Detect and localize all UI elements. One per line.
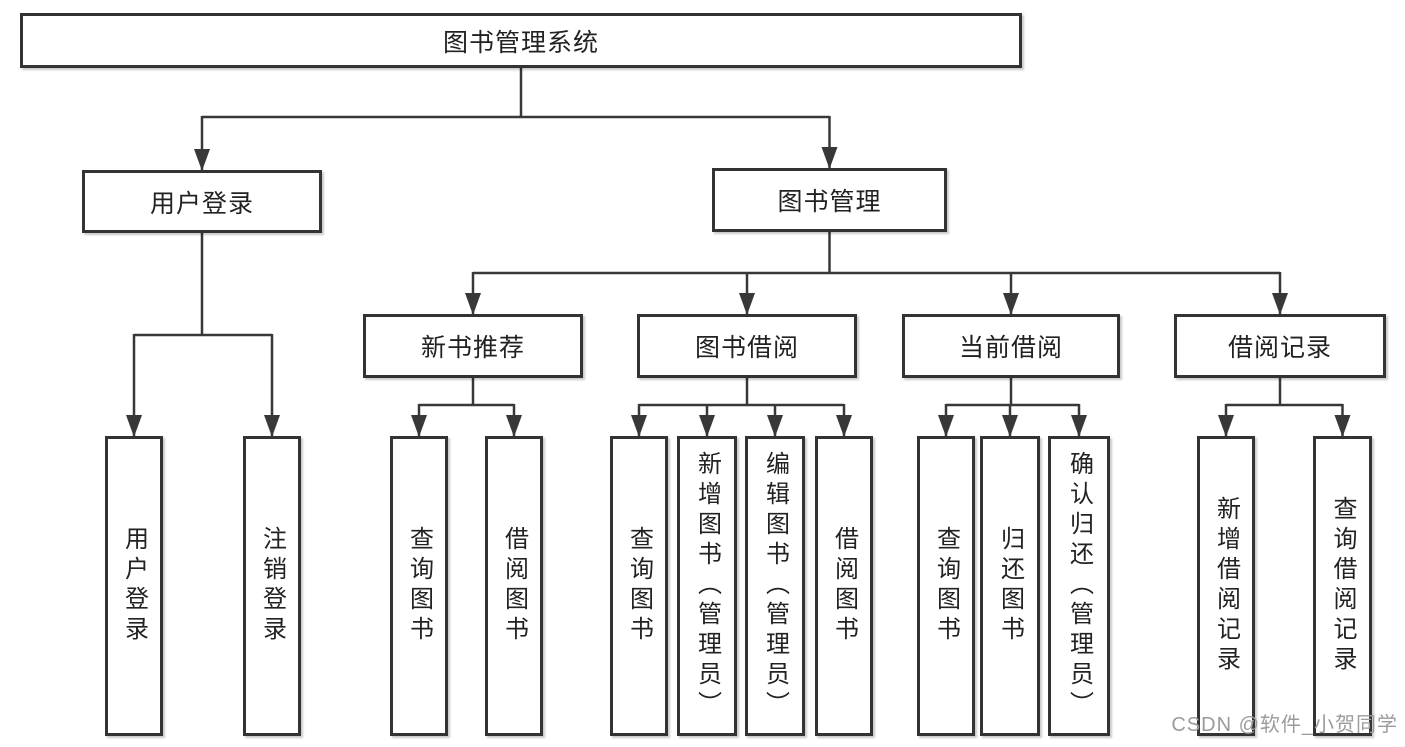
leaf-borrow-query-books: 查询图书 xyxy=(610,436,668,736)
connector-borrow-records-children xyxy=(1218,378,1351,437)
leaf-recommend-borrow-books: 借阅图书 xyxy=(485,436,543,736)
leaf-records-add-record: 新增借阅记录 xyxy=(1197,436,1255,736)
connector-new-book-recommend-children xyxy=(411,378,522,437)
node-new-book-recommend: 新书推荐 xyxy=(363,314,583,378)
node-library-management-system: 图书管理系统 xyxy=(20,13,1022,68)
connector-root-to-level1 xyxy=(194,68,838,171)
node-current-borrow: 当前借阅 xyxy=(902,314,1120,378)
leaf-recommend-query-books: 查询图书 xyxy=(390,436,448,736)
connector-user-login-children xyxy=(126,233,280,437)
connector-book-borrow-children xyxy=(631,378,852,437)
leaf-current-query-books: 查询图书 xyxy=(917,436,975,736)
leaf-borrow-borrow-books: 借阅图书 xyxy=(815,436,873,736)
leaf-borrow-add-books-admin: 新增图书（管理员） xyxy=(677,436,737,736)
node-user-login: 用户登录 xyxy=(82,170,322,233)
node-book-management: 图书管理 xyxy=(712,168,947,232)
leaf-current-confirm-return-admin: 确认归还（管理员） xyxy=(1048,436,1110,736)
node-borrow-records: 借阅记录 xyxy=(1174,314,1386,378)
watermark: CSDN @软件_小贺同学 xyxy=(1171,714,1398,736)
leaf-borrow-edit-books-admin: 编辑图书（管理员） xyxy=(745,436,805,736)
leaf-current-return-books: 归还图书 xyxy=(980,436,1040,736)
leaf-records-query-record: 查询借阅记录 xyxy=(1313,436,1372,736)
connector-current-borrow-children xyxy=(938,378,1087,437)
leaf-logout: 注销登录 xyxy=(243,436,301,736)
connector-book-management-children xyxy=(465,232,1288,315)
node-book-borrow: 图书借阅 xyxy=(637,314,857,378)
leaf-user-login: 用户登录 xyxy=(105,436,163,736)
